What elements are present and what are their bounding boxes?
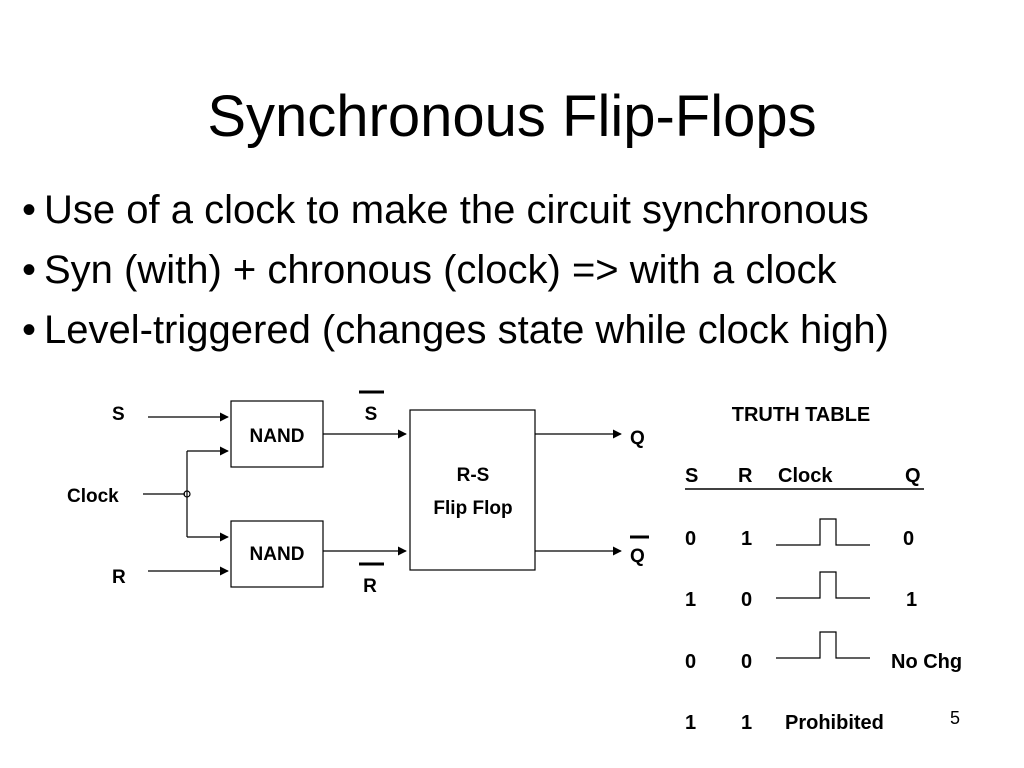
row2-r: 0: [741, 589, 752, 611]
row1-q: 0: [903, 528, 914, 550]
row3-clock-pulse: [776, 631, 870, 659]
header-q: Q: [905, 465, 921, 487]
bullet-text: Syn (with) + chronous (clock) => with a …: [44, 248, 837, 292]
label-s-input: S: [112, 404, 125, 425]
label-r-bar: R: [363, 576, 377, 597]
header-clock: Clock: [778, 465, 833, 487]
truth-table-title: TRUTH TABLE: [732, 404, 871, 426]
slide-title: Synchronous Flip-Flops: [207, 84, 817, 149]
row4-r: 1: [741, 712, 752, 734]
label-flipflop-line2: Flip Flop: [433, 498, 512, 519]
bullet-dot-icon: •: [22, 308, 37, 352]
row3-q: No Chg: [891, 651, 962, 673]
bullet-item: •Syn (with) + chronous (clock) => with a…: [22, 240, 889, 300]
row2-clock-pulse: [776, 571, 870, 599]
row4-q: Prohibited: [785, 712, 884, 734]
nand-gate-bottom: [230, 520, 324, 588]
row3-r: 0: [741, 651, 752, 673]
label-flipflop-line1: R-S: [457, 465, 490, 486]
truth-table-header: S R Clock Q: [685, 465, 924, 490]
row2-s: 1: [685, 589, 696, 611]
bullet-text: Level-triggered (changes state while clo…: [44, 308, 889, 352]
row1-s: 0: [685, 528, 696, 550]
label-q-output: Q: [630, 428, 645, 449]
bullet-dot-icon: •: [22, 188, 37, 232]
bullet-item: •Use of a clock to make the circuit sync…: [22, 180, 889, 240]
label-r-input: R: [112, 567, 126, 588]
label-q-bar-output: Q: [630, 546, 645, 567]
label-s-bar: S: [365, 404, 378, 425]
row3-s: 0: [685, 651, 696, 673]
row1-r: 1: [741, 528, 752, 550]
slide-number: 5: [950, 708, 961, 728]
rs-flipflop-block: [409, 409, 536, 571]
row2-q: 1: [906, 589, 917, 611]
bullet-item: •Level-triggered (changes state while cl…: [22, 300, 889, 360]
bullet-text: Use of a clock to make the circuit synch…: [44, 188, 869, 232]
row4-s: 1: [685, 712, 696, 734]
row1-clock-pulse: [776, 518, 870, 546]
bullet-dot-icon: •: [22, 248, 37, 292]
label-nand-top: NAND: [250, 426, 305, 447]
label-nand-bottom: NAND: [250, 544, 305, 565]
header-s: S: [685, 465, 698, 487]
header-r: R: [738, 465, 753, 487]
bullet-list: •Use of a clock to make the circuit sync…: [22, 180, 889, 360]
label-clock-input: Clock: [67, 486, 119, 507]
